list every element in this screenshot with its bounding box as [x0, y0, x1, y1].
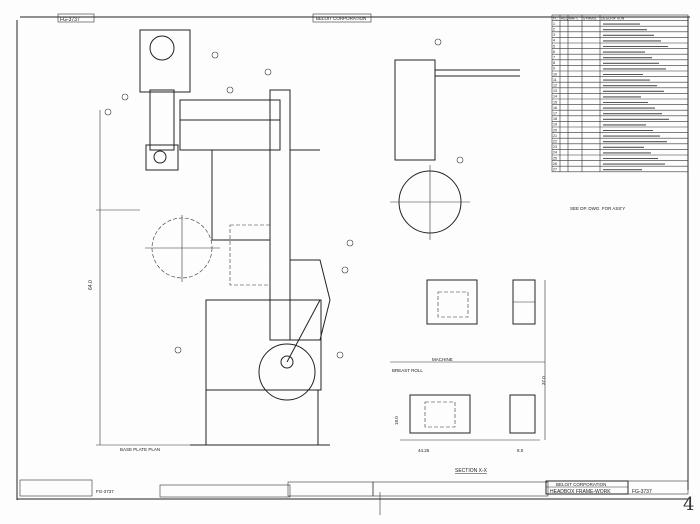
- parts-row-number: 19: [553, 123, 557, 127]
- drawing-tag-box: [57, 13, 95, 23]
- parts-row-number: 3: [553, 33, 555, 37]
- company-tag: BELOIT CORPORATION: [316, 16, 366, 21]
- parts-header: SYMBOL: [583, 16, 597, 20]
- parts-row-number: 12: [553, 84, 557, 88]
- parts-row-number: 10: [553, 72, 557, 76]
- elevation-view: [96, 29, 331, 446]
- sheet-mark: 4: [683, 494, 695, 515]
- parts-row-number: 17: [553, 112, 557, 116]
- item-balloons: [104, 38, 464, 359]
- parts-row-number: 1: [553, 22, 555, 26]
- company-tag-box: [312, 13, 372, 23]
- parts-row-number: 21: [553, 134, 557, 138]
- detail-top: [426, 279, 536, 325]
- parts-row-number: 8: [553, 61, 555, 65]
- parts-row-number: 18: [553, 117, 557, 121]
- parts-row-number: 26: [553, 162, 557, 166]
- parts-row-number: 4: [553, 39, 555, 43]
- parts-row-number: 14: [553, 95, 557, 99]
- drawing-number: FG-3737: [632, 489, 652, 495]
- title-block: [19, 479, 689, 515]
- left-reference: FG-3737: [96, 489, 114, 494]
- section-label: SECTION X-X: [455, 468, 488, 474]
- parts-row-number: 23: [553, 145, 557, 149]
- parts-row-number: 25: [553, 156, 557, 160]
- parts-row-number: 9: [553, 67, 555, 71]
- parts-row-number: 2: [553, 28, 555, 32]
- section-x-x-view: [400, 280, 546, 441]
- base-plate-label: BASE PLATE PLAN: [120, 447, 160, 452]
- parts-header: DESCRIPTION: [601, 16, 625, 20]
- parts-header: REQ: [561, 16, 569, 20]
- parts-row-number: 24: [553, 151, 557, 155]
- dim-37: 37.0: [541, 376, 546, 385]
- parts-row-number: 13: [553, 89, 557, 93]
- note-text: SEE DP. DWG. FOR ASS'Y: [570, 206, 625, 211]
- parts-row-number: 6: [553, 50, 555, 54]
- dim-44: 44.25: [418, 448, 430, 453]
- parts-row-number: 5: [553, 44, 555, 48]
- parts-row-number: 15: [553, 100, 557, 104]
- title-company: BELOIT CORPORATION: [556, 482, 606, 487]
- parts-row-number: 20: [553, 128, 557, 132]
- drawing-title: HEADBOX FRAME-WORK: [550, 489, 611, 495]
- dim-8: 8.0: [517, 448, 524, 453]
- dim-height: 64.0: [88, 280, 94, 290]
- parts-row-number: 11: [553, 78, 557, 82]
- parts-row-number: 27: [553, 168, 557, 172]
- parts-row-number: 7: [553, 56, 555, 60]
- parts-row-number: 16: [553, 106, 557, 110]
- side-view: [390, 59, 520, 240]
- dim-18: 18.0: [394, 416, 399, 425]
- breast-roll-label: BREAST ROLL: [392, 368, 423, 373]
- machine-label: MACHINE: [432, 357, 453, 362]
- parts-header: PC: [553, 16, 558, 20]
- parts-row-number: 22: [553, 140, 557, 144]
- parts-header: MAT'L: [569, 16, 579, 20]
- drawing-tag: FG-3737: [60, 17, 80, 23]
